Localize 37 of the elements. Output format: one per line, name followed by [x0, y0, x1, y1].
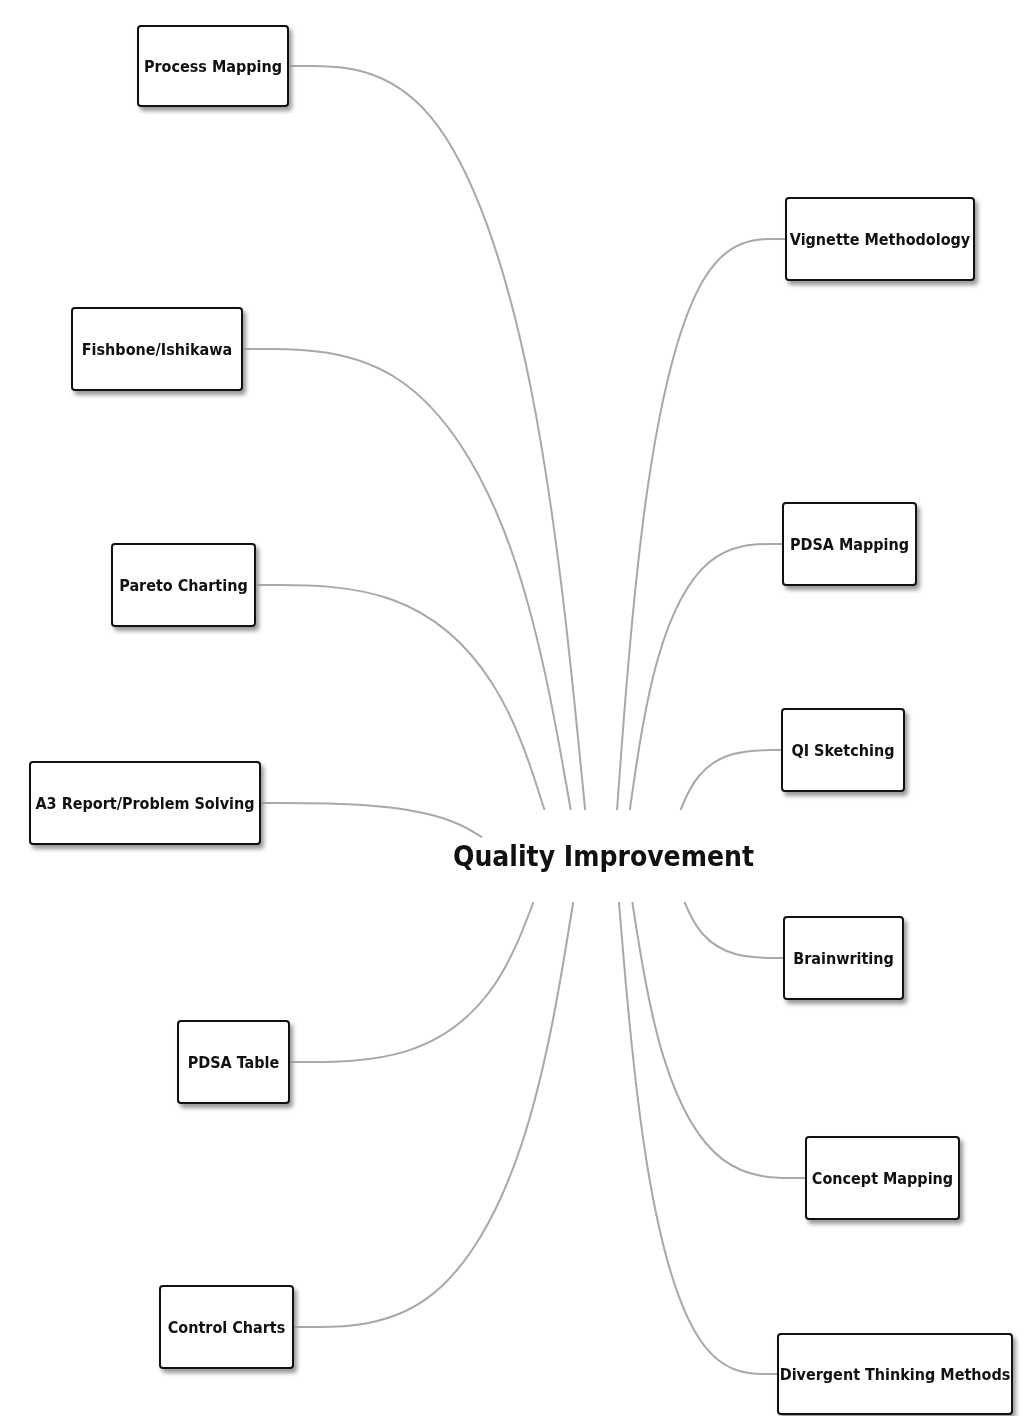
topic-box — [781, 708, 905, 792]
topic-box — [785, 197, 975, 281]
topic-label: Vignette Methodology — [789, 229, 971, 249]
topic-box — [805, 1136, 960, 1220]
topic-box — [29, 761, 261, 845]
topic-box — [159, 1285, 294, 1369]
topic-label: PDSA Mapping — [789, 534, 910, 554]
connector-line — [628, 543, 783, 811]
topic-box — [782, 502, 917, 586]
connector-line — [616, 238, 786, 811]
topic-label: Process Mapping — [143, 56, 283, 76]
connector-line — [679, 749, 782, 811]
topic-box — [137, 25, 289, 107]
topic-label: Pareto Charting — [119, 575, 248, 595]
central-topic: Quality Improvement — [453, 839, 755, 873]
topic-box — [777, 1333, 1013, 1415]
topic-label: A3 Report/Problem Solving — [35, 793, 255, 813]
connector-line — [255, 584, 546, 811]
topic-box — [177, 1020, 290, 1104]
topic-box — [71, 307, 243, 391]
connector-line — [242, 348, 572, 811]
connector-line — [617, 901, 778, 1375]
topic-box — [783, 916, 904, 1000]
topic-label: Concept Mapping — [811, 1168, 954, 1188]
topic-label: Fishbone/Ishikawa — [81, 339, 233, 359]
topic-label: QI Sketching — [791, 740, 895, 760]
connector-line — [683, 901, 784, 959]
topic-label: Divergent Thinking Methods — [779, 1364, 1011, 1384]
topic-box — [111, 543, 256, 627]
connector-line — [288, 65, 587, 811]
topic-label: Brainwriting — [793, 948, 894, 968]
connector-line — [289, 901, 535, 1063]
topic-label: PDSA Table — [187, 1052, 280, 1072]
connector-line — [631, 901, 806, 1179]
connector-line — [260, 802, 483, 839]
topic-label: Control Charts — [167, 1317, 286, 1337]
connector-line — [293, 901, 575, 1328]
